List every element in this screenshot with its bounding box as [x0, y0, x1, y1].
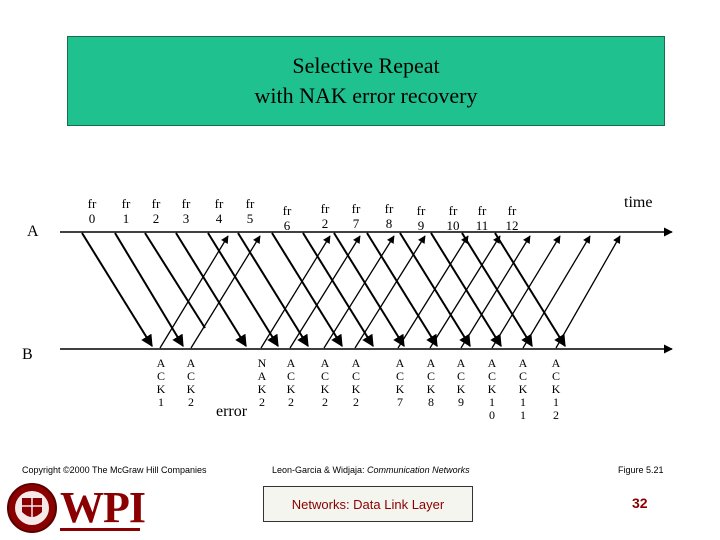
ack-arrow: [323, 235, 395, 349]
frame-arrow: [175, 232, 247, 348]
frame-arrow: [271, 232, 343, 348]
frame-arrow: [366, 232, 438, 348]
error-label: error: [216, 403, 248, 420]
station-a-label: A: [27, 223, 39, 240]
ack-arrow: [397, 235, 469, 349]
title-line-2: with NAK error recovery: [254, 83, 478, 108]
page-number: 32: [632, 495, 648, 511]
station-b-label: B: [22, 346, 33, 363]
frame-arrow: [114, 232, 184, 348]
frame-arrow: [81, 232, 153, 348]
title-box: Selective Repeat with NAK error recovery: [67, 36, 665, 126]
nak-arrow: [260, 235, 331, 349]
citation-authors: Leon-Garcia & Widjaja:: [272, 465, 368, 475]
frame-arrows: [81, 232, 566, 348]
footer-title: Networks: Data Link Layer: [263, 486, 473, 522]
citation: Leon-Garcia & Widjaja: Communication Net…: [272, 465, 470, 475]
ack-arrow: [522, 235, 591, 349]
figure-label: Figure 5.21: [618, 465, 664, 475]
frame-arrow: [494, 232, 566, 348]
frame-arrow: [207, 232, 279, 348]
ack-arrow: [491, 235, 561, 349]
ack-arrow: [460, 235, 531, 349]
frame-arrow: [302, 232, 374, 348]
ack-arrow: [354, 235, 426, 349]
ack-arrows: [159, 235, 621, 349]
ack-arrow: [159, 235, 229, 349]
wpi-underline: [60, 528, 140, 531]
copyright-text: Copyright ©2000 The McGraw Hill Companie…: [22, 465, 207, 475]
ack-arrow: [429, 235, 501, 349]
frame-arrow-lost: [144, 232, 206, 329]
ack-arrow: [555, 235, 621, 349]
citation-book: Communication Networks: [367, 465, 470, 475]
ack-arrow: [190, 235, 261, 349]
ack-arrow: [289, 235, 361, 349]
wpi-logo-text: WPI: [60, 483, 146, 532]
frame-arrow: [333, 232, 405, 348]
time-label: time: [624, 194, 653, 211]
title-line-1: Selective Repeat: [292, 53, 440, 78]
